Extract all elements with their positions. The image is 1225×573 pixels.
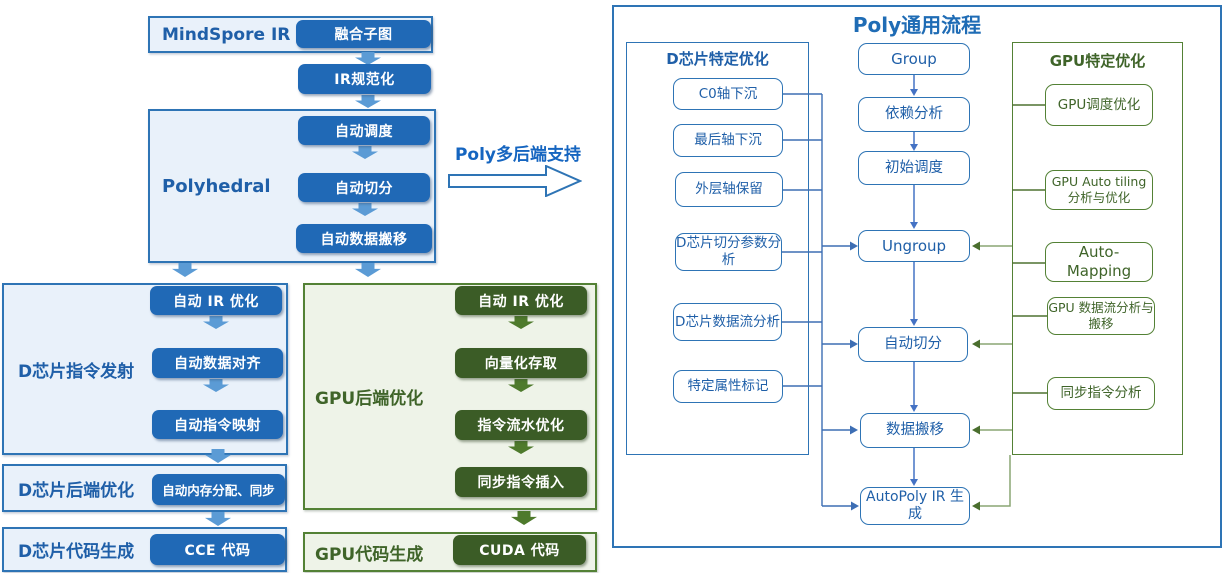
autopoly-ir-gen-box: AutoPoly IR 生成 — [860, 487, 970, 525]
gpu-backend-label: GPU后端优化 — [315, 389, 424, 409]
poly-multibackend-label: Poly多后端支持 — [454, 145, 582, 165]
dependency-analysis-box: 依赖分析 — [858, 97, 970, 132]
auto-data-move-box: 自动数据搬移 — [296, 224, 432, 253]
data-move-center-box: 数据搬移 — [860, 413, 970, 448]
initial-schedule-box: 初始调度 — [858, 151, 970, 185]
auto-mem-sync-box: 自动内存分配、同步 — [152, 474, 285, 505]
auto-instr-map-box: 自动指令映射 — [152, 410, 283, 439]
d-specific-header: D芯片特定优化 — [666, 50, 769, 68]
cuda-code-box: CUDA 代码 — [453, 535, 586, 565]
fused-subgraph-box: 融合子图 — [296, 20, 431, 48]
d-tiling-param-box: D芯片切分参数分析 — [675, 233, 782, 271]
outer-axis-keep-box: 外层轴保留 — [675, 172, 783, 207]
d-backend-label: D芯片后端优化 — [18, 480, 135, 501]
gpu-dataflow-move-box: GPU 数据流分析与搬移 — [1047, 297, 1155, 335]
gpu-auto-ir-opt-box: 自动 IR 优化 — [455, 286, 587, 315]
cce-code-box: CCE 代码 — [150, 534, 285, 565]
right-arrow-icon — [448, 165, 582, 197]
specific-attr-mark-box: 特定属性标记 — [673, 370, 783, 403]
auto-tiling-center-box: 自动切分 — [858, 327, 968, 362]
d-specific-column — [626, 42, 809, 455]
poly-flow-title: Poly通用流程 — [852, 13, 982, 37]
group-box: Group — [858, 43, 970, 75]
d-codegen-label: D芯片代码生成 — [18, 542, 135, 562]
c0-axis-sink-box: C0轴下沉 — [673, 78, 783, 110]
gpu-auto-tiling-box: GPU Auto tiling 分析与优化 — [1045, 170, 1153, 210]
d-dataflow-box: D芯片数据流分析 — [673, 303, 782, 341]
mindspore-ir-label: MindSpore IR — [162, 24, 291, 45]
auto-data-align-box: 自动数据对齐 — [152, 348, 283, 378]
sync-instr-insert-box: 同步指令插入 — [455, 467, 587, 497]
down-arrow-icon — [511, 511, 537, 525]
auto-schedule-box: 自动调度 — [298, 116, 430, 145]
polyhedral-label: Polyhedral — [162, 175, 271, 197]
auto-tiling-box: 自动切分 — [298, 173, 430, 202]
ir-normalize-box: IR规范化 — [298, 64, 431, 94]
ungroup-box: Ungroup — [858, 230, 970, 262]
gpu-schedule-opt-box: GPU调度优化 — [1045, 84, 1153, 126]
vectorized-access-box: 向量化存取 — [455, 348, 587, 378]
gpu-specific-column — [1012, 42, 1183, 455]
down-arrow-icon — [172, 263, 198, 277]
sync-instr-analysis-box: 同步指令分析 — [1047, 377, 1155, 410]
auto-ir-opt-box: 自动 IR 优化 — [150, 286, 282, 315]
auto-mapping-box: Auto-Mapping — [1045, 242, 1153, 282]
gpu-specific-header: GPU特定优化 — [1049, 52, 1146, 70]
down-arrow-icon — [355, 263, 381, 277]
instr-pipeline-opt-box: 指令流水优化 — [455, 410, 587, 440]
down-arrow-icon — [355, 95, 381, 108]
gpu-codegen-label: GPU代码生成 — [315, 544, 424, 565]
last-axis-sink-box: 最后轴下沉 — [673, 124, 783, 157]
down-arrow-icon — [205, 512, 231, 526]
d-instr-label: D芯片指令发射 — [18, 361, 135, 382]
